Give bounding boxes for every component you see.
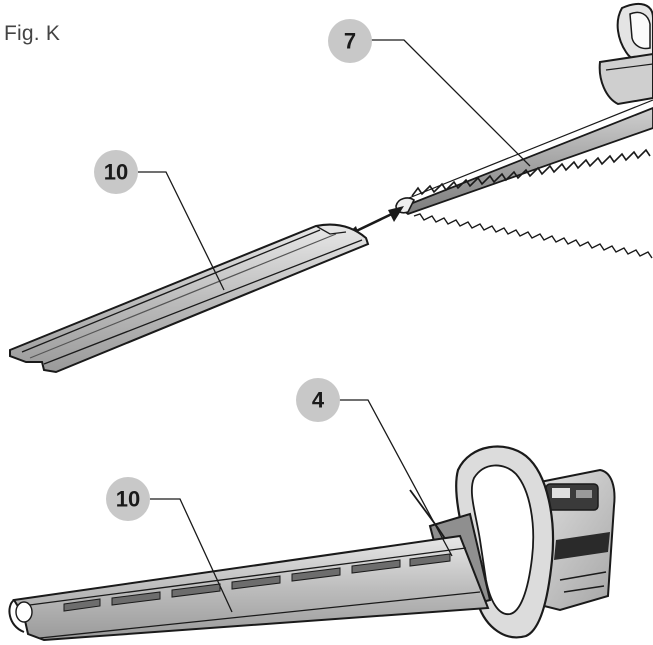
callout-10-top-bubble <box>94 150 138 194</box>
callout-4-bubble <box>296 378 340 422</box>
top-trimmer-illustration <box>9 2 653 374</box>
callout-7: 7 <box>328 19 531 167</box>
top-blade-bar <box>395 99 653 259</box>
callout-10-top: 10 <box>94 150 225 291</box>
callout-10-bottom-bubble <box>106 477 150 521</box>
trimmer-handle-top <box>598 2 653 106</box>
callout-10-top-label: 10 <box>104 160 128 185</box>
callout-4: 4 <box>296 378 453 557</box>
callout-7-bubble <box>328 19 372 63</box>
top-blade-sheath <box>9 223 370 374</box>
figure-label: Fig. K <box>4 22 61 45</box>
bottom-trimmer-illustration <box>8 445 616 642</box>
bottom-blade-sheath <box>8 534 490 642</box>
callout-10-bottom: 10 <box>106 477 233 613</box>
callout-4-label: 4 <box>312 388 325 413</box>
callout-7-label: 7 <box>344 29 356 54</box>
callout-10-bottom-label: 10 <box>116 487 140 512</box>
